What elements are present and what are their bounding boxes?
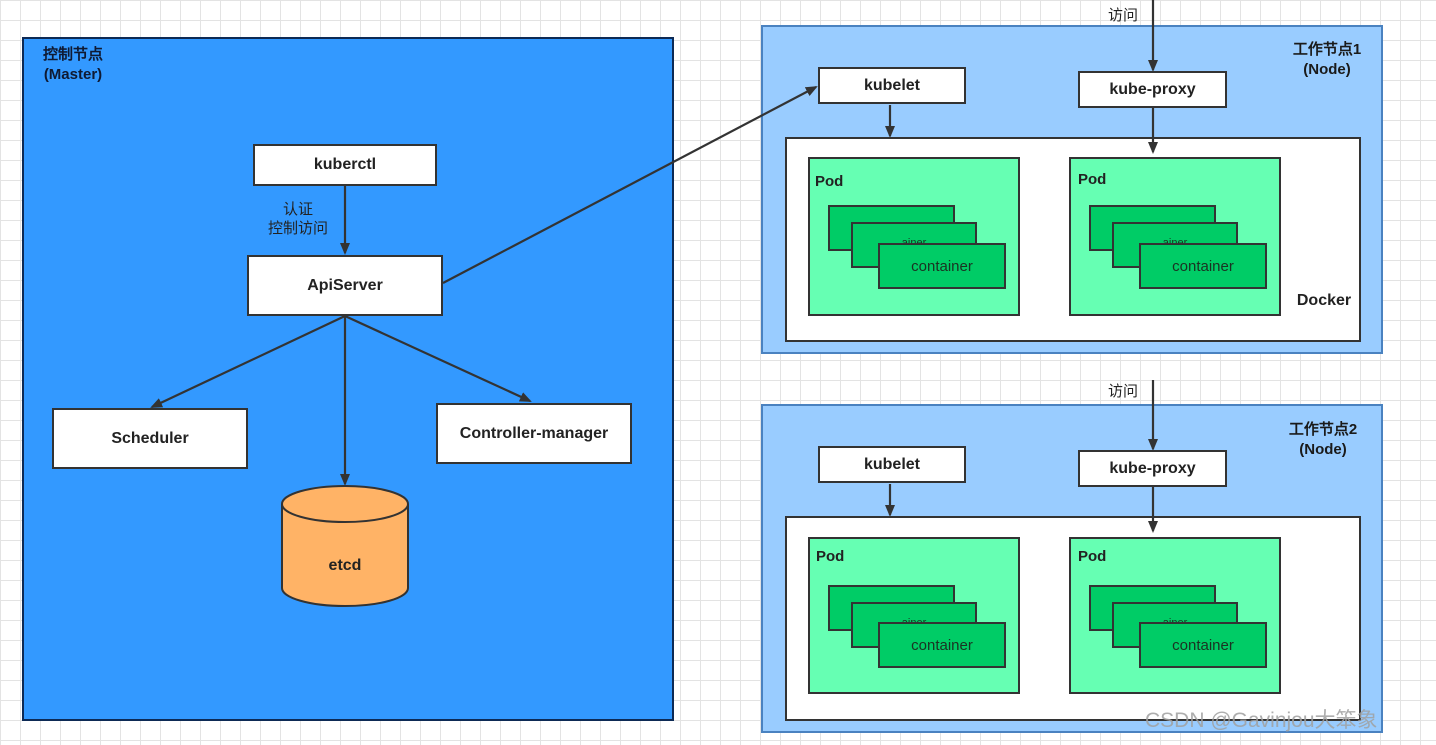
pod-n2-2-label: Pod — [1078, 548, 1107, 565]
worker-node-1-label: 工作节点1 (Node) — [1272, 40, 1382, 80]
master-node-area — [22, 37, 674, 721]
access-label-2: 访问 — [1107, 383, 1138, 400]
pod-n1-2-label: Pod — [1078, 171, 1107, 188]
kubelet-box-2[interactable]: kubelet — [818, 446, 966, 483]
etcd-cylinder[interactable] — [280, 484, 410, 608]
master-label: 控制节点 (Master) — [28, 45, 118, 85]
master-label-title: 控制节点 — [42, 46, 103, 63]
pod-n2-1-label: Pod — [816, 548, 845, 565]
auth-label-line1: 认证 — [282, 201, 313, 218]
worker-node-1-title: 工作节点1 — [1292, 41, 1362, 58]
kube-proxy-box-2[interactable]: kube-proxy — [1078, 450, 1227, 487]
container-n1-1-front[interactable]: container — [878, 243, 1006, 289]
pod-n1-1-label: Pod — [815, 173, 844, 190]
scheduler-box[interactable]: Scheduler — [52, 408, 248, 469]
master-label-subtitle: (Master) — [43, 66, 103, 83]
docker-label: Docker — [1296, 292, 1352, 309]
etcd-label: etcd — [328, 557, 362, 574]
auth-label: 认证 控制访问 — [243, 200, 353, 238]
worker-node-1-subtitle: (Node) — [1303, 61, 1351, 78]
apiserver-box[interactable]: ApiServer — [247, 255, 443, 316]
controller-manager-box[interactable]: Controller-manager — [436, 403, 632, 464]
kuberctl-box[interactable]: kuberctl — [253, 144, 437, 186]
kube-proxy-box-1[interactable]: kube-proxy — [1078, 71, 1227, 108]
container-n2-1-front[interactable]: container — [878, 622, 1006, 668]
auth-label-line2: 控制访问 — [267, 220, 328, 237]
kubelet-box-1[interactable]: kubelet — [818, 67, 966, 104]
worker-node-2-subtitle: (Node) — [1299, 441, 1347, 458]
access-label-1: 访问 — [1107, 7, 1138, 24]
worker-node-2-label: 工作节点2 (Node) — [1268, 420, 1378, 460]
worker-node-2-title: 工作节点2 — [1288, 421, 1358, 438]
container-n1-2-front[interactable]: container — [1139, 243, 1267, 289]
watermark: CSDN @Gavinjou大笨象 — [1145, 709, 1378, 732]
container-n2-2-front[interactable]: container — [1139, 622, 1267, 668]
